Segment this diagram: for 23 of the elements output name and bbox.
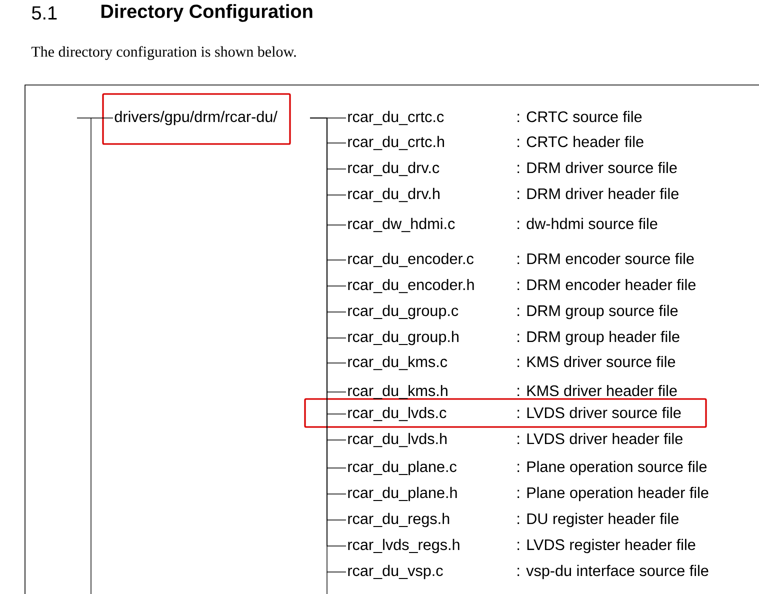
file-row: rcar_du_drv.c : DRM driver source file [348,162,677,176]
file-row: rcar_du_crtc.c : CRTC source file [348,110,642,126]
file-row: rcar_du_plane.h : Plane operation header file [348,486,708,502]
file-row: rcar_du_kms.h : KMS driver header file [348,384,677,400]
file-row: rcar_du_plane.c : Plane operation source file [348,460,707,476]
file-row: rcar_dw_hdmi.c : dw-hdmi source file [348,218,658,232]
tree-line [76,118,114,594]
heading: Directory Configuration [101,4,312,22]
file-row: rcar_lvds_regs.h : LVDS register header file [348,538,696,554]
file-row: rcar_du_encoder.h : DRM encoder header file [348,278,696,294]
file-row: rcar_du_drv.h : DRM driver header file [348,188,678,202]
directory-name: drivers/gpu/drm/rcar-du/ [114,110,278,126]
file-row: rcar_du_kms.c : KMS driver source file [348,356,676,370]
section-number: 5.1 [32,6,57,20]
file-row: rcar_du_group.c : DRM group source file [348,304,678,320]
file-row: rcar_du_crtc.h : CRTC header file [348,136,644,150]
file-row: rcar_du_encoder.c : DRM encoder source file [348,252,694,268]
file-row: rcar_du_regs.h : DU register header file [348,512,678,528]
file-row: rcar_du_lvds.c : LVDS driver source file [348,406,681,422]
intro-text: The directory configuration is shown below. [31,46,296,60]
file-row: rcar_du_lvds.h : LVDS driver header file [348,432,682,448]
file-row: rcar_du_vsp.c : vsp-du interface source file [348,564,708,580]
file-row: rcar_du_group.h : DRM group header file [348,330,680,346]
